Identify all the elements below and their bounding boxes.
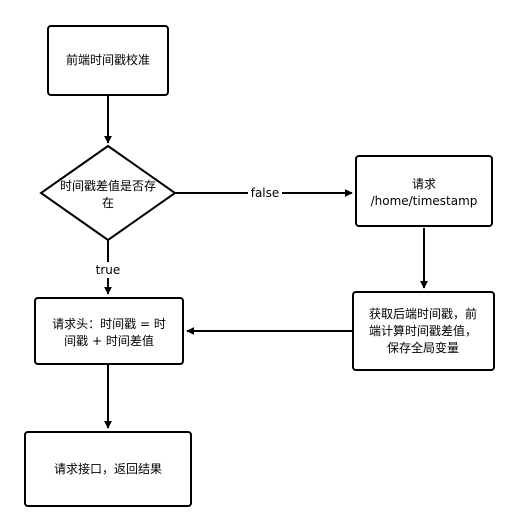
fetch-backend-line2: 端计算时间戳差值， [369, 323, 477, 338]
start-box [47, 25, 169, 96]
fetch-backend-line3: 保存全局变量 [387, 340, 459, 355]
request-header-box [34, 297, 184, 365]
edges [104, 96, 428, 429]
fetch-backend-box [352, 291, 495, 371]
node-fetch-backend: 获取后端时间戳，前 端计算时间戳差值， 保存全局变量 [352, 291, 495, 371]
call-api-label: 请求接口，返回结果 [54, 461, 162, 476]
fetch-backend-line1: 获取后端时间戳，前 [369, 306, 477, 321]
start-label: 前端时间戳校准 [66, 52, 150, 67]
request-timestamp-line2: /home/timestamp [371, 194, 478, 208]
request-timestamp-line1: 请求 [412, 177, 436, 191]
request-header-line2: 间戳 + 时间差值 [64, 333, 154, 348]
node-start: 前端时间戳校准 [47, 25, 169, 96]
edge-labels: false true [92, 185, 282, 278]
call-api-box [24, 431, 192, 507]
decision-diamond [39, 144, 177, 242]
node-request-header: 请求头：时间戳 = 时 间戳 + 时间差值 [34, 297, 184, 365]
false-label: false [251, 186, 280, 200]
request-timestamp-box [355, 155, 493, 227]
request-header-line1: 请求头：时间戳 = 时 [52, 317, 166, 331]
node-request-timestamp: 请求 /home/timestamp [355, 155, 493, 227]
true-label: true [96, 263, 121, 277]
node-call-api: 请求接口，返回结果 [24, 431, 192, 507]
decision-label-line1: 时间戳差值是否存 [60, 178, 156, 193]
decision-label-line2: 在 [102, 196, 114, 210]
node-decision: 时间戳差值是否存 在 [39, 144, 177, 242]
